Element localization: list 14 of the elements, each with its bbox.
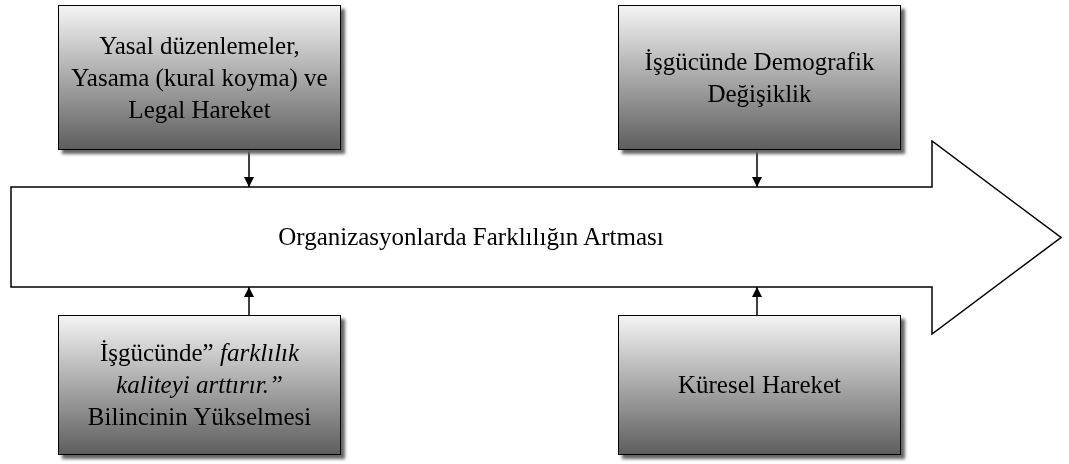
arrow	[752, 149, 762, 188]
gradient-box	[618, 5, 901, 150]
arrow	[752, 286, 762, 316]
box-label: Küresel Hareket	[676, 370, 843, 400]
gradient-box	[618, 315, 901, 455]
arrow	[244, 286, 254, 316]
gradient-box	[58, 5, 341, 150]
arrow	[244, 149, 254, 188]
gradient-box	[58, 315, 341, 455]
block-arrow	[10, 140, 1062, 335]
box-label: İşgücünde Demografik Değişiklik	[643, 46, 876, 109]
box-label: Yasal düzenlemeler, Yasama (kural koyma) ve Legal Hareket	[70, 30, 329, 125]
box-label: İşgücünde” farklılık kaliteyi arttırır.” Bilincinin Yükselmesi	[86, 338, 313, 432]
arrow-label: Organizasyonlarda Farklılığın Artması	[277, 222, 665, 252]
